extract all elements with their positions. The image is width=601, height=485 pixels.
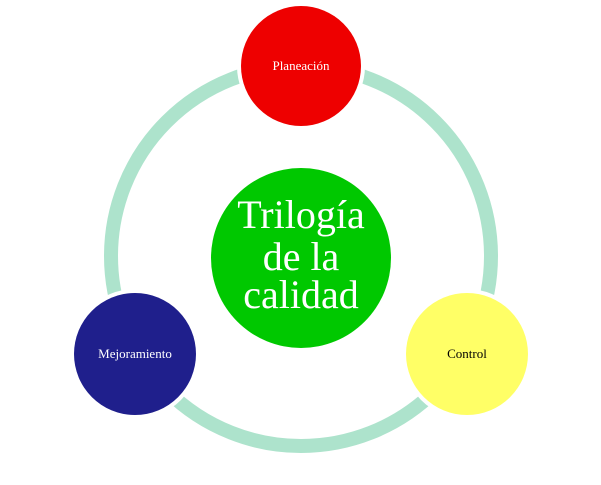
node-mejoramiento-circle <box>74 293 196 415</box>
center-title-line-3: calidad <box>243 272 359 317</box>
center-title-line-1: Trilogía <box>237 192 365 237</box>
node-planeacion-label: Planeación <box>272 58 330 73</box>
center-node: Trilogía de la calidad <box>211 168 391 348</box>
node-control-circle <box>406 293 528 415</box>
node-planeacion: Planeación <box>237 2 365 130</box>
node-mejoramiento: Mejoramiento <box>70 289 200 419</box>
node-control: Control <box>402 289 532 419</box>
node-control-label: Control <box>447 346 487 361</box>
center-circle <box>211 168 391 348</box>
center-title-line-2: de la <box>263 234 340 279</box>
node-mejoramiento-label: Mejoramiento <box>98 346 172 361</box>
node-planeacion-circle <box>241 6 361 126</box>
